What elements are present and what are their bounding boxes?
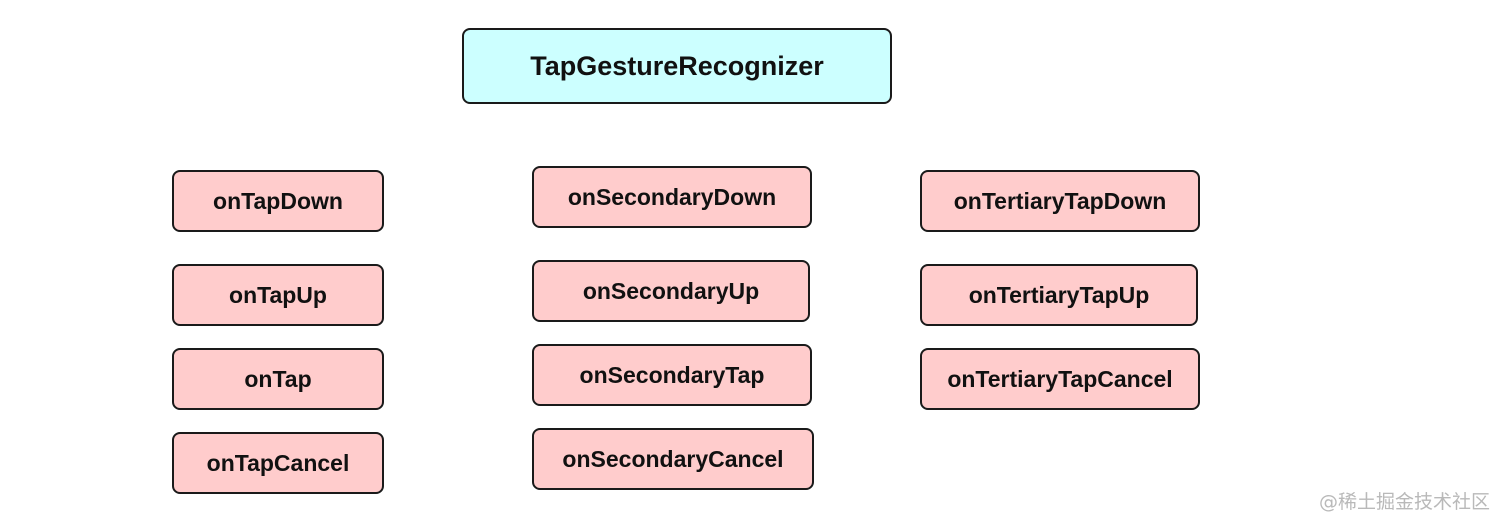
node-label: onTertiaryTapDown xyxy=(953,187,1167,214)
node-label: onTapUp xyxy=(229,281,327,308)
node-onsecondarytap: onSecondaryTap xyxy=(532,344,812,406)
node-label: onTertiaryTapCancel xyxy=(947,365,1173,392)
node-ontapup: onTapUp xyxy=(172,264,384,326)
node-onsecondaryup: onSecondaryUp xyxy=(532,260,810,322)
node-label: onTapDown xyxy=(213,187,343,214)
node-ontertiarytapcancel: onTertiaryTapCancel xyxy=(920,348,1200,410)
root-node-label: TapGestureRecognizer xyxy=(530,50,824,81)
node-ontertiarytapup: onTertiaryTapUp xyxy=(920,264,1198,326)
node-label: onTapCancel xyxy=(206,449,350,476)
node-label: onSecondaryTap xyxy=(579,361,765,388)
node-label: onSecondaryCancel xyxy=(562,445,784,472)
watermark: @稀土掘金技术社区 xyxy=(1318,491,1490,513)
node-ontapcancel: onTapCancel xyxy=(172,432,384,494)
node-label: onSecondaryUp xyxy=(582,277,760,304)
node-label: onSecondaryDown xyxy=(567,183,777,210)
root-node-tapgesturerecognizer: TapGestureRecognizer xyxy=(462,28,892,104)
node-onsecondarydown: onSecondaryDown xyxy=(532,166,812,228)
node-onsecondarycancel: onSecondaryCancel xyxy=(532,428,814,490)
node-ontertiarytapdown: onTertiaryTapDown xyxy=(920,170,1200,232)
node-label: onTap xyxy=(244,365,312,392)
node-ontapdown: onTapDown xyxy=(172,170,384,232)
node-label: onTertiaryTapUp xyxy=(968,281,1150,308)
node-ontap: onTap xyxy=(172,348,384,410)
